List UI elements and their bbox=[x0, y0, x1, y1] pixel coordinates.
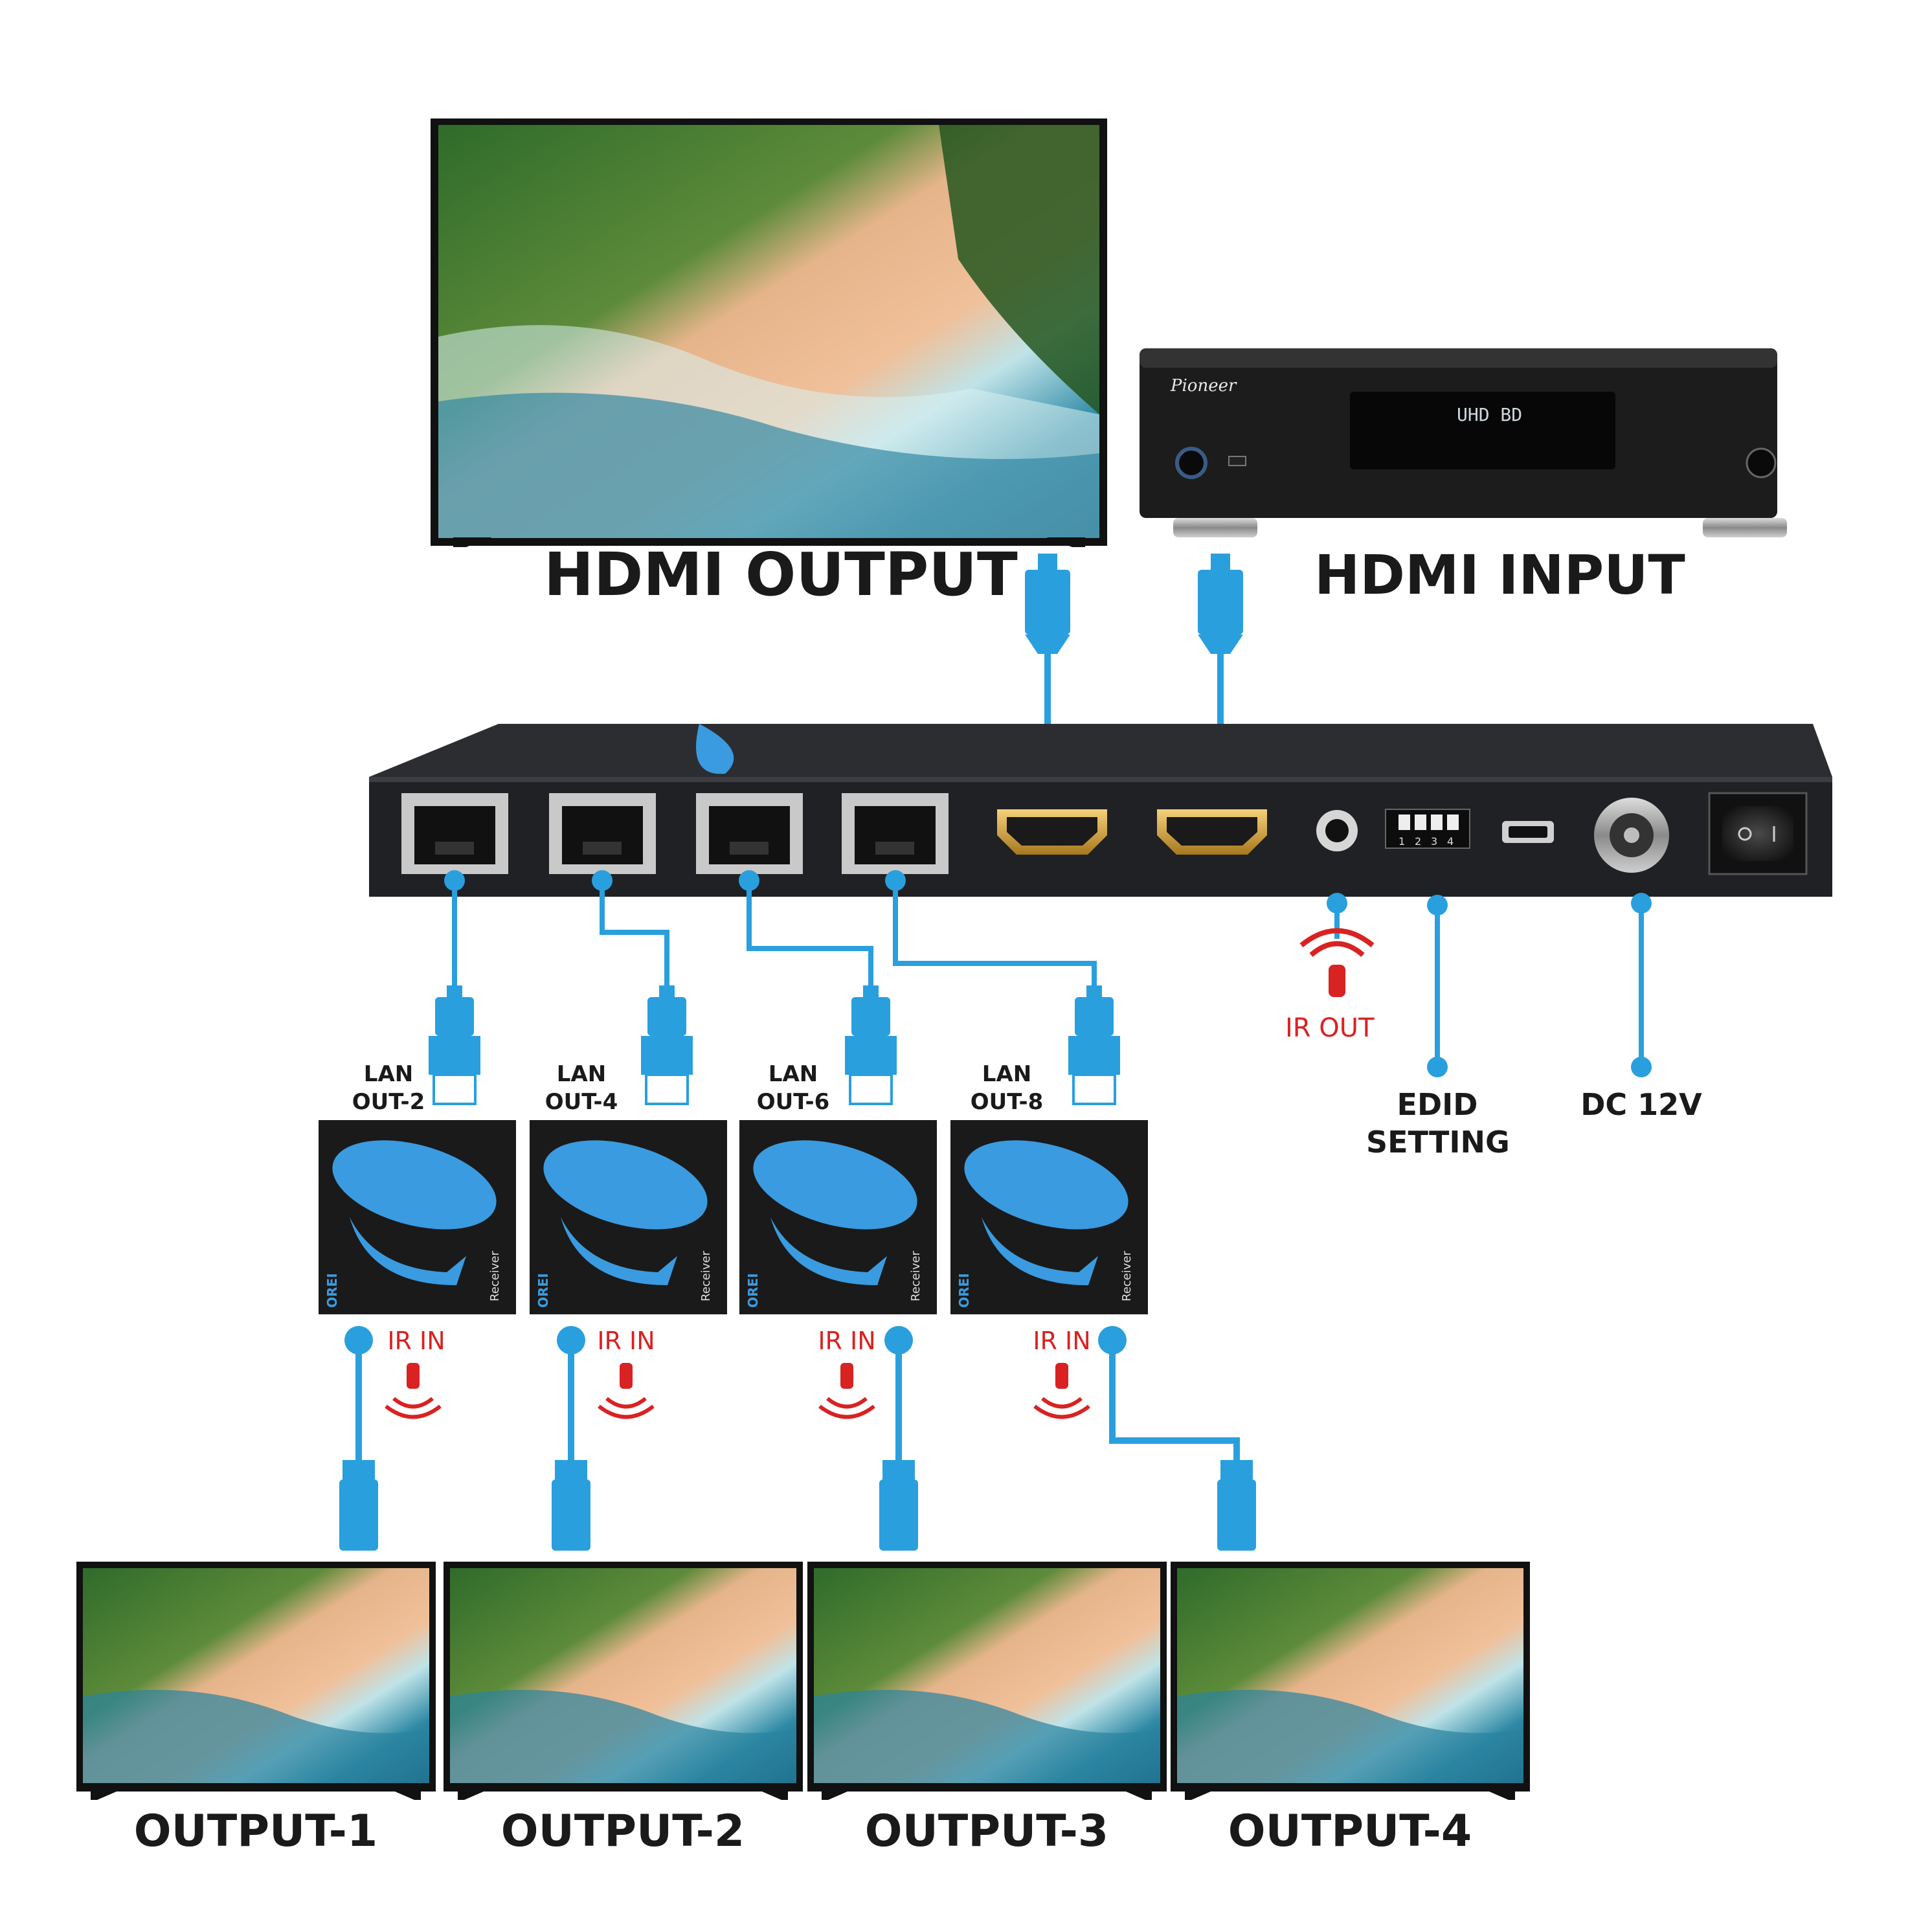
receiver-hdmi-cables bbox=[339, 1326, 1256, 1551]
receiver-brand-logo: OREI bbox=[324, 1273, 340, 1308]
receiver-1: Receiver OREI bbox=[319, 1120, 516, 1314]
receiver-brand-logo: OREI bbox=[956, 1273, 972, 1308]
output-tv-1 bbox=[76, 1562, 436, 1800]
power-switch[interactable] bbox=[1708, 792, 1808, 875]
hdmi-splitter-transmitter: 1 2 3 4 bbox=[369, 724, 1832, 897]
player-usb-port bbox=[1228, 456, 1246, 466]
receiver-side-label: Receiver bbox=[488, 1251, 502, 1301]
lan-label-3-line2: OUT-6 bbox=[756, 1089, 830, 1115]
splitter-top-face bbox=[369, 724, 1832, 777]
output-label-1: OUTPUT-1 bbox=[133, 1806, 378, 1857]
main-tv-foot-left bbox=[453, 537, 492, 547]
edid-setting-label-line1: EDID bbox=[1397, 1087, 1478, 1122]
ir-out-jack[interactable] bbox=[1316, 810, 1358, 851]
edid-setting-label-line2: SETTING bbox=[1366, 1125, 1510, 1160]
ir-in-label-2: IR IN bbox=[597, 1327, 655, 1355]
bluray-player: UHD BD Pioneer bbox=[1140, 348, 1787, 537]
hdmi-input-label: HDMI INPUT bbox=[1314, 543, 1685, 607]
lan-label-3-line1: LAN bbox=[768, 1061, 818, 1087]
receiver-brand-logo: OREI bbox=[745, 1273, 761, 1308]
mini-usb-port[interactable] bbox=[1502, 821, 1554, 843]
power-button[interactable] bbox=[1175, 447, 1208, 479]
dc-power-jack[interactable] bbox=[1594, 798, 1669, 873]
ir-receiver-icons bbox=[385, 1363, 1090, 1419]
receiver-side-label: Receiver bbox=[909, 1251, 923, 1301]
player-display-text: UHD BD bbox=[1457, 404, 1522, 425]
player-foot-right bbox=[1703, 518, 1787, 537]
output-label-3: OUTPUT-3 bbox=[864, 1806, 1109, 1857]
player-eject-button[interactable] bbox=[1746, 447, 1777, 478]
dip-switch-number-1: 1 bbox=[1398, 835, 1405, 848]
output-tv-3 bbox=[807, 1562, 1167, 1800]
ir-receiver-icon-4 bbox=[1033, 1363, 1090, 1419]
lan-label-4-line2: OUT-8 bbox=[970, 1089, 1044, 1115]
edid-dip-switch[interactable]: 1 2 3 4 bbox=[1385, 809, 1470, 849]
main-tv bbox=[431, 118, 1107, 547]
edid-callout bbox=[1427, 895, 1448, 1077]
output-label-2: OUTPUT-2 bbox=[500, 1806, 745, 1857]
lan-label-2-line2: OUT-4 bbox=[545, 1089, 618, 1115]
dc-callout bbox=[1631, 893, 1652, 1077]
lan-label-1-line1: LAN bbox=[363, 1061, 414, 1087]
output-tv-4 bbox=[1171, 1562, 1530, 1800]
lan-port-4[interactable] bbox=[842, 793, 949, 874]
rj45-plug-1 bbox=[429, 985, 480, 1105]
dip-switch-number-4: 4 bbox=[1447, 835, 1454, 848]
player-foot-left bbox=[1173, 518, 1257, 537]
splitter-logo bbox=[696, 724, 734, 774]
dip-switch-number-3: 3 bbox=[1431, 835, 1437, 848]
receiver-side-label: Receiver bbox=[699, 1251, 713, 1301]
dc-12v-label: DC 12V bbox=[1580, 1087, 1702, 1122]
receiver-side-label: Receiver bbox=[1120, 1251, 1134, 1301]
receiver-brand-logo: OREI bbox=[535, 1273, 551, 1308]
ir-out-callout bbox=[1299, 893, 1375, 997]
ir-receiver-icon-2 bbox=[598, 1363, 655, 1419]
ir-in-label-1: IR IN bbox=[387, 1327, 445, 1355]
ir-in-label-4: IR IN bbox=[1033, 1327, 1091, 1355]
rj45-plug-2 bbox=[641, 985, 693, 1105]
output-label-4: OUTPUT-4 bbox=[1228, 1806, 1472, 1857]
lan-port-3[interactable] bbox=[696, 793, 803, 874]
ir-receiver-icon-3 bbox=[818, 1363, 875, 1419]
output-tv-2 bbox=[444, 1562, 803, 1800]
player-brand-logo: Pioneer bbox=[1170, 376, 1237, 396]
lan-label-2-line1: LAN bbox=[556, 1061, 607, 1087]
receiver-3: Receiver OREI bbox=[739, 1120, 937, 1314]
receiver-4: Receiver OREI bbox=[950, 1120, 1148, 1314]
dip-switch-number-2: 2 bbox=[1415, 835, 1421, 848]
rj45-plug-3 bbox=[845, 985, 897, 1105]
lan-port-2[interactable] bbox=[549, 793, 656, 874]
lan-cables bbox=[444, 870, 1097, 987]
main-tv-foot-right bbox=[1046, 537, 1085, 547]
hdmi-output-label: HDMI OUTPUT bbox=[544, 540, 1018, 609]
lan-label-4-line1: LAN bbox=[982, 1061, 1032, 1087]
rj45-plug-4 bbox=[1068, 985, 1120, 1105]
receiver-2: Receiver OREI bbox=[530, 1120, 727, 1314]
ir-wave-icon bbox=[1309, 941, 1365, 958]
hdmi-out-port[interactable] bbox=[997, 809, 1107, 855]
ir-receiver-icon-1 bbox=[385, 1363, 442, 1419]
player-display bbox=[1350, 392, 1615, 469]
lan-label-1-line2: OUT-2 bbox=[352, 1089, 425, 1115]
ir-emitter-icon bbox=[1329, 965, 1345, 997]
ir-in-label-3: IR IN bbox=[818, 1327, 876, 1355]
lan-port-1[interactable] bbox=[401, 793, 508, 874]
ir-out-label: IR OUT bbox=[1285, 1013, 1375, 1043]
hdmi-in-port[interactable] bbox=[1157, 809, 1267, 855]
